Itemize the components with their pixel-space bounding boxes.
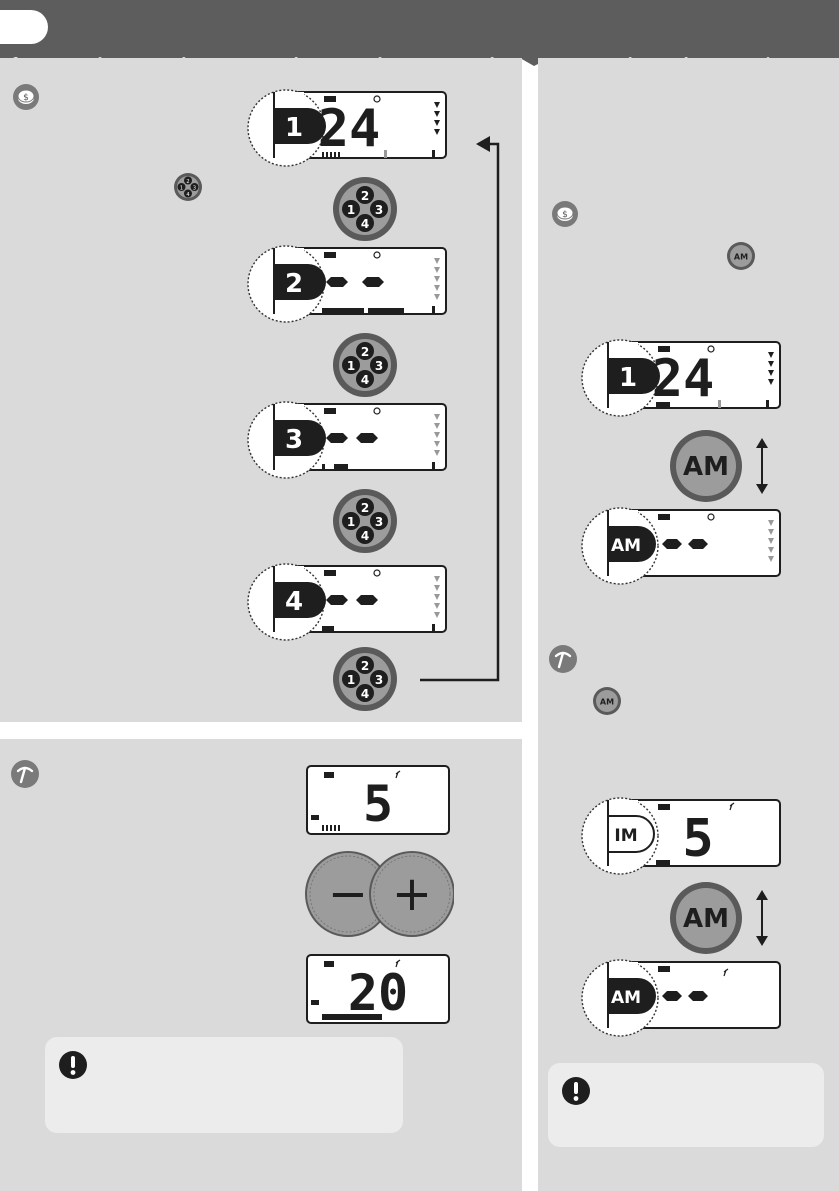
- mode-tab-label: AM: [611, 536, 641, 556]
- svg-text:1: 1: [347, 203, 355, 217]
- lcd-value: 20: [348, 964, 408, 1022]
- am-button-icon: AM: [727, 242, 755, 270]
- pick-icon: [11, 760, 39, 788]
- am-label: AM: [683, 904, 729, 934]
- lcd-screen-discrimination: 1 24: [581, 339, 781, 417]
- minus-button[interactable]: −: [305, 851, 391, 937]
- lcd-value: 5: [363, 775, 393, 833]
- mode-number: 2: [285, 269, 303, 299]
- svg-text:1: 1: [347, 673, 355, 687]
- am-button[interactable]: AM: [668, 880, 778, 956]
- page-number-tab: [0, 10, 48, 44]
- note-box-left: [45, 1037, 403, 1133]
- note-box-right: [548, 1063, 824, 1147]
- am-button-icon: AM: [593, 687, 621, 715]
- lcd-screen-all-metal: AM: [581, 507, 781, 585]
- plus-button[interactable]: +: [369, 851, 454, 937]
- plus-label: +: [392, 866, 432, 922]
- svg-text:2: 2: [361, 189, 369, 203]
- svg-text:3: 3: [375, 515, 383, 529]
- lcd-screen-mode-3: 3: [247, 401, 447, 479]
- svg-text:1: 1: [347, 515, 355, 529]
- lcd-value: 24: [652, 349, 715, 409]
- svg-text:4: 4: [361, 217, 369, 231]
- pick-icon: [549, 645, 577, 673]
- svg-text:3: 3: [375, 359, 383, 373]
- lcd-value: 5: [682, 809, 713, 869]
- svg-text:4: 4: [361, 373, 369, 387]
- warning-icon: [59, 1051, 87, 1079]
- am-button[interactable]: AM: [668, 428, 778, 504]
- lcd-screen-pinpoint: IM 5: [581, 797, 781, 875]
- sensitivity-buttons: − +: [305, 851, 454, 937]
- svg-text:1: 1: [347, 359, 355, 373]
- mode-select-button-2[interactable]: 2 1 3 4: [322, 332, 408, 398]
- svg-text:$: $: [23, 93, 29, 103]
- svg-text:4: 4: [361, 529, 369, 543]
- am-label: AM: [600, 698, 614, 707]
- lcd-screen-sensitivity-low: 5: [306, 765, 450, 835]
- lcd-screen-mode-4: 4: [247, 563, 447, 641]
- mode-select-button-icon: 2 1 3 4: [174, 173, 202, 201]
- minus-label: −: [328, 866, 368, 922]
- svg-text:1: 1: [180, 186, 183, 192]
- mode-select-button-1[interactable]: 2 1 3 4: [322, 176, 408, 242]
- svg-text:2: 2: [186, 179, 189, 185]
- svg-text:$: $: [562, 210, 568, 220]
- mode-select-button-3[interactable]: 2 1 3 4: [322, 488, 408, 554]
- mode-number: 1: [285, 113, 303, 143]
- lcd-value: 24: [318, 99, 381, 159]
- header-bar: [0, 0, 839, 66]
- svg-text:2: 2: [361, 345, 369, 359]
- svg-text:3: 3: [193, 186, 196, 192]
- am-label: AM: [683, 452, 729, 482]
- mode-number: 4: [285, 587, 303, 617]
- mode-tab-label: IM: [614, 826, 637, 846]
- coin-icon: $: [552, 201, 578, 227]
- mode-tab-label: AM: [611, 988, 641, 1008]
- am-label: AM: [734, 253, 748, 262]
- coin-icon: $: [13, 84, 39, 110]
- svg-text:4: 4: [186, 192, 189, 198]
- warning-icon: [562, 1077, 590, 1105]
- mode-number: 3: [285, 425, 303, 455]
- svg-text:4: 4: [361, 687, 369, 701]
- mode-select-button-4[interactable]: 2 1 3 4: [322, 646, 408, 712]
- lcd-screen-sensitivity-high: 20: [306, 954, 450, 1024]
- cycle-arrow: [420, 136, 500, 682]
- lcd-screen-all-metal-pinpoint: AM: [581, 959, 781, 1037]
- svg-text:2: 2: [361, 501, 369, 515]
- mode-tab-label: 1: [619, 363, 637, 393]
- svg-text:2: 2: [361, 659, 369, 673]
- lcd-screen-mode-2: 2: [247, 245, 447, 323]
- lcd-screen-mode-1: 1 24: [247, 89, 447, 167]
- svg-text:3: 3: [375, 673, 383, 687]
- svg-text:3: 3: [375, 203, 383, 217]
